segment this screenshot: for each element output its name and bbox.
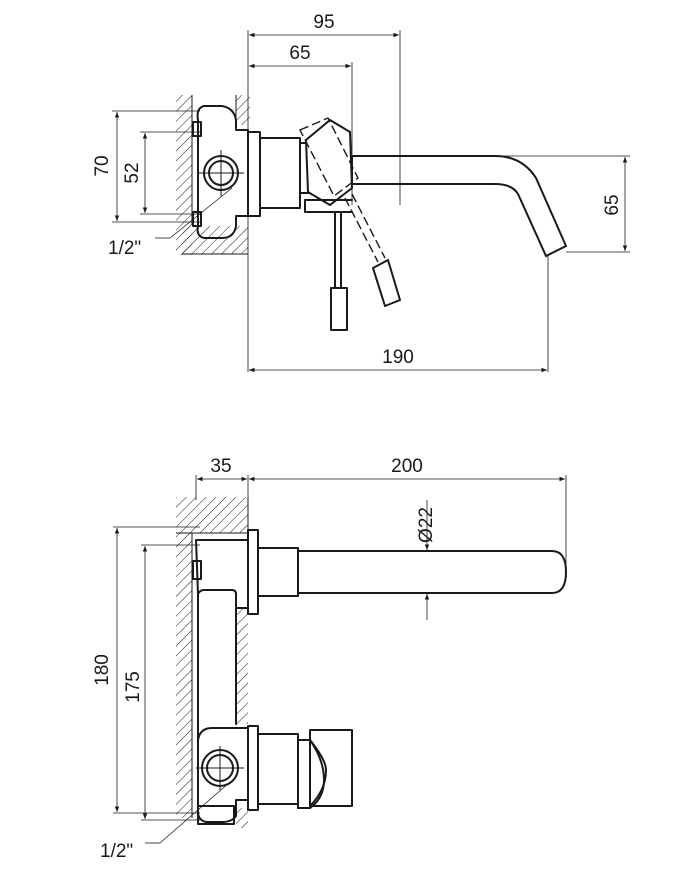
spout (351, 155, 568, 258)
dim-35-label: 35 (210, 456, 231, 477)
wall-plate (247, 131, 261, 217)
dim-52: 52 (122, 131, 200, 215)
top-view: 95 65 190 70 52 (92, 12, 630, 373)
dim-190: 190 (247, 216, 549, 373)
dim-70-label: 70 (92, 155, 113, 176)
mixer-head (304, 118, 354, 207)
inlet-circle-bottom (196, 746, 244, 790)
dim-diameter-22: Ø22 (416, 500, 437, 620)
inlet-callout-top: 1/2" (108, 187, 233, 259)
inlet-circle (198, 150, 244, 196)
dim-95-label: 95 (313, 12, 334, 33)
bottom-view: 35 200 Ø22 180 175 (92, 456, 568, 862)
dim-diameter-22-label: Ø22 (416, 507, 437, 543)
dim-180-label: 180 (92, 654, 113, 686)
dim-200-label: 200 (391, 456, 423, 477)
inlet-label-top: 1/2" (108, 238, 141, 259)
dim-65-drop-label: 65 (602, 194, 623, 215)
dim-52-label: 52 (122, 162, 143, 183)
dim-35: 35 (195, 456, 249, 500)
wall-section-bottom (176, 497, 249, 828)
spout-collar (257, 547, 299, 597)
dim-65-lever-label: 65 (289, 43, 310, 64)
inlet-label-bottom: 1/2" (100, 841, 133, 862)
lever-handle-alt-position (299, 117, 401, 307)
spout-bottom (297, 550, 568, 594)
spout-wall-plate (247, 529, 259, 615)
mixer-wall-plate (247, 725, 259, 811)
dim-200: 200 (249, 456, 567, 572)
dim-65-drop: 65 (495, 155, 630, 253)
mixer-sleeve (257, 733, 299, 805)
dim-190-label: 190 (382, 347, 414, 368)
dim-95: 95 (247, 12, 401, 205)
dim-175-label: 175 (123, 671, 144, 703)
inlet-callout-bottom: 1/2" (100, 781, 231, 862)
dim-65-lever: 65 (249, 43, 353, 205)
dim-175: 175 (123, 544, 200, 821)
wall-section (176, 95, 250, 255)
mixer-body-bottom (192, 539, 249, 825)
dim-180: 180 (92, 526, 200, 814)
cartridge-sleeve (259, 137, 301, 209)
lever-handle (330, 211, 348, 331)
dim-70: 70 (92, 110, 200, 223)
